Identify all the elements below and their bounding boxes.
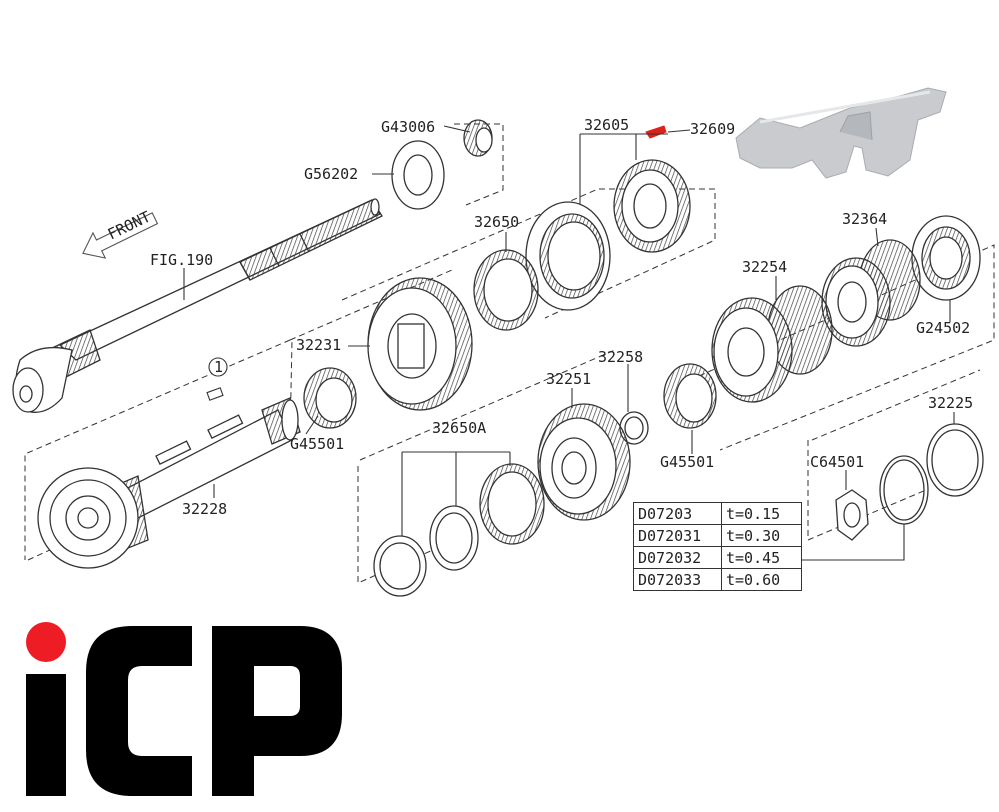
gear-32254 [711, 285, 833, 403]
label-g43006: G43006 [381, 118, 435, 136]
shim-thickness: t=0.15 [721, 502, 802, 525]
table-row: D072032 t=0.45 [633, 546, 802, 569]
label-fig190: FIG.190 [150, 251, 213, 269]
leader-lines [183, 125, 955, 561]
gear-32231 [367, 277, 473, 411]
logo-letter-i [26, 674, 66, 796]
label-circle-ref: 1 [214, 358, 223, 376]
bushing [619, 411, 649, 445]
label-32609: 32609 [690, 120, 735, 138]
output-shaft [37, 397, 301, 569]
needle-bearing-upper [303, 367, 357, 429]
baulk-ring-upper [473, 249, 539, 331]
synchro-hub [613, 159, 691, 253]
reference-circle [208, 357, 228, 377]
snap-ring [926, 423, 984, 497]
shim-thickness: t=0.60 [721, 568, 802, 591]
logo-letter-p [212, 626, 342, 796]
table-row: D07203 t=0.15 [633, 502, 802, 525]
coupling-sleeve [525, 201, 611, 311]
shim-part-number: D072032 [633, 546, 722, 569]
label-32231: 32231 [296, 336, 341, 354]
label-32650: 32650 [474, 213, 519, 231]
label-32605: 32605 [584, 116, 629, 134]
label-g24502: G24502 [916, 319, 970, 337]
label-g45501-lower: G45501 [660, 453, 714, 471]
shim-thickness: t=0.45 [721, 546, 802, 569]
shim-thickness: t=0.30 [721, 524, 802, 547]
front-label: FRONT [105, 208, 153, 244]
shim-thickness-table: D07203 t=0.15 D072031 t=0.30 D072032 t=0… [633, 502, 802, 591]
assembly-boundary-lines [24, 123, 995, 584]
shift-fork-photo [735, 87, 947, 179]
shim-part-number: D072031 [633, 524, 722, 547]
label-32258: 32258 [598, 348, 643, 366]
label-c64501: C64501 [810, 453, 864, 471]
shim-part-number: D07203 [633, 502, 722, 525]
shim-part-number: D072033 [633, 568, 722, 591]
shifter-insert-highlight [645, 125, 667, 139]
label-32254: 32254 [742, 258, 787, 276]
gear-32364 [821, 239, 921, 347]
key [206, 357, 228, 401]
thrust-washer [391, 140, 445, 210]
main-shaft [12, 198, 383, 413]
logo-letter-c [86, 626, 192, 796]
icp-logo [26, 622, 342, 796]
label-32650a: 32650A [432, 419, 486, 437]
label-g45501-upper: G45501 [290, 435, 344, 453]
front-arrow-icon [82, 212, 159, 259]
logo-red-dot [26, 622, 66, 662]
label-32251: 32251 [546, 370, 591, 388]
triple-cone-synchro [373, 463, 545, 597]
label-32225: 32225 [928, 394, 973, 412]
table-row: D072031 t=0.30 [633, 524, 802, 547]
label-g56202: G56202 [304, 165, 358, 183]
label-32364: 32364 [842, 210, 887, 228]
needle-bearing-small [463, 119, 493, 157]
gear-32251 [537, 403, 631, 521]
lock-nut [835, 489, 869, 541]
shim [879, 455, 929, 525]
label-32228: 32228 [182, 500, 227, 518]
table-row: D072033 t=0.60 [633, 568, 802, 591]
needle-bearing-lower [663, 363, 717, 429]
ball-bearing [911, 215, 981, 301]
